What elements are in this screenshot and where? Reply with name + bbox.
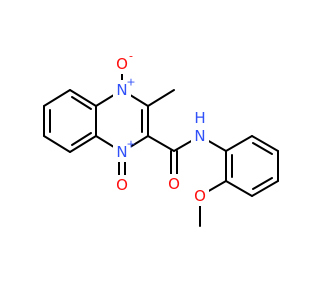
charge-n-oxide-bottom: + [126, 138, 135, 151]
bond [147, 89, 175, 107]
atom-o-oxide-bottom: O [116, 176, 128, 194]
chemical-structure: N + O - N + O O H N O [43, 50, 279, 227]
bonds [43, 63, 279, 227]
atom-o-methoxy: O [194, 187, 206, 205]
bond [252, 142, 273, 155]
atom-n-oxide-top: N [116, 81, 127, 99]
bond [251, 180, 279, 197]
charge-o-oxide-top: - [129, 50, 133, 63]
bond [71, 96, 92, 110]
charge-n-oxide-top: + [126, 76, 135, 89]
atom-h-amide: H [194, 109, 205, 127]
bond [252, 177, 273, 190]
bond [225, 135, 253, 152]
bond [251, 135, 279, 152]
bond [71, 132, 92, 146]
bond [69, 135, 97, 153]
bond [43, 135, 71, 153]
bond [147, 135, 175, 152]
bond [69, 89, 97, 107]
atom-n-amide: N [194, 127, 205, 145]
atom-o-carbonyl: O [168, 175, 180, 193]
atom-labels: N + O - N + O O H N O [113, 50, 209, 206]
atom-o-oxide-top: O [116, 55, 128, 73]
bond [225, 180, 253, 197]
bond [43, 89, 71, 107]
atom-n-oxide-bottom: N [116, 143, 127, 161]
